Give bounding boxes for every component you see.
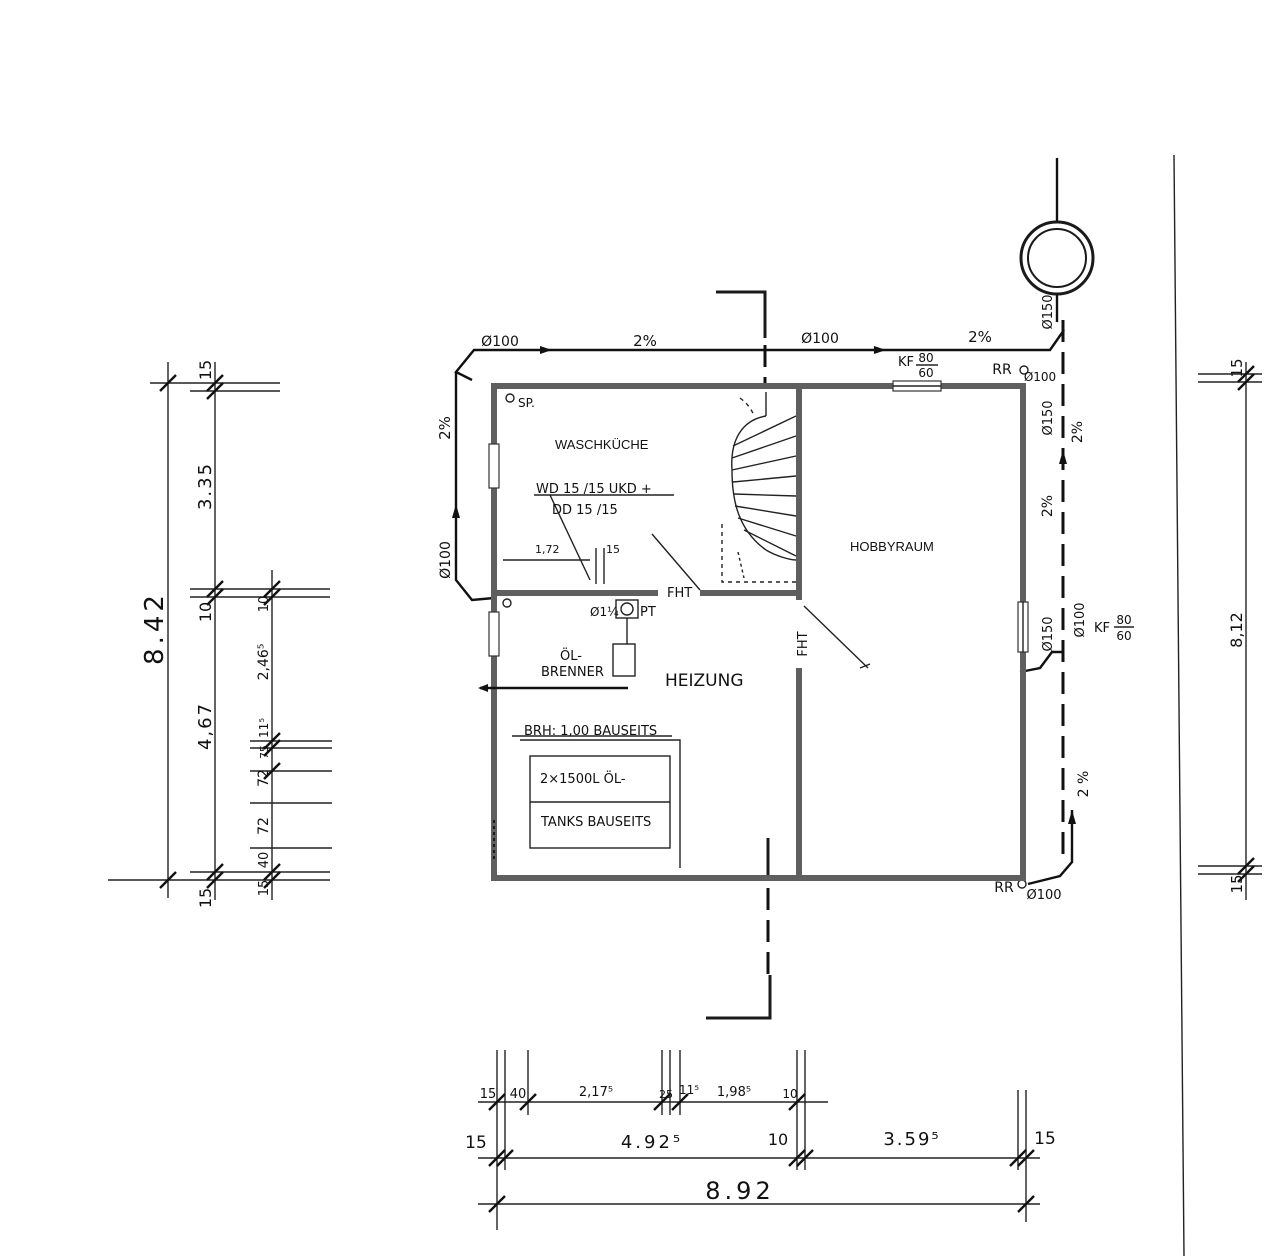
sp-label: SP.	[518, 396, 535, 410]
room-hobbyraum: HOBBYRAUM	[850, 539, 934, 554]
brh-note: BRH: 1,00 BAUSEITS	[524, 724, 657, 739]
staircase	[721, 392, 797, 583]
room-waschkueche: WASCHKÜCHE	[555, 437, 649, 452]
walls	[488, 380, 1029, 881]
left-dimension-chain: 8.42 15 3.35 10 4,67 15 10 2,46⁵ 11⁵ 75 …	[108, 360, 332, 908]
section-markers	[706, 290, 772, 1020]
fht-2-label: FHT	[796, 631, 811, 656]
tanks-line1: 2×1500L ÖL-	[540, 770, 626, 787]
dim-sub-115: 11⁵	[257, 718, 271, 738]
dim-bottom-r2-15b: 15	[1034, 1129, 1056, 1149]
drainage-pipes: Ø100 2% Ø100 2% 2% Ø100 Ø150 Ø100 Ø150 2…	[436, 158, 1134, 903]
kf-right-num: 80	[1116, 613, 1131, 627]
dim-right-total: 8,12	[1227, 612, 1246, 648]
slope-left-label: 2%	[436, 416, 454, 440]
tanks-line2: TANKS BAUSEITS	[540, 815, 651, 830]
waschkueche-annotations: SP. 1,72 15	[503, 393, 674, 584]
rr-top-label: RR	[992, 362, 1012, 378]
fht-1-label: FHT	[667, 586, 692, 601]
dim-bottom-r1-15: 15	[480, 1087, 497, 1102]
kf-top-den: 60	[918, 366, 933, 380]
dim-sub-40: 40	[257, 852, 272, 869]
dim-bottom-r1-40: 40	[510, 1087, 527, 1102]
room-labels: WASCHKÜCHE HOBBYRAUM HEIZUNG WD 15 /15 U…	[524, 437, 934, 830]
dim-sub-75: 75	[258, 745, 271, 759]
dim-bottom-r2-15: 15	[465, 1133, 487, 1153]
pipe-150-mid-label: Ø150	[1041, 400, 1056, 435]
rr-bottom-label: RR	[994, 880, 1014, 896]
bottom-dimension-chain: 15 40 2,17⁵ 25 11⁵ 1,98⁵ 10 15 4.92⁵ 10 …	[465, 1050, 1056, 1230]
dim-left-15-top: 15	[196, 360, 215, 380]
slope-top-2-label: 2%	[968, 328, 992, 346]
dim-left-15-bottom: 15	[196, 888, 215, 908]
dim-15-small-label: 15	[606, 543, 620, 556]
dim-bottom-r1-25: 25	[659, 1088, 673, 1101]
dim-sub-72b: 72	[256, 817, 272, 835]
dim-172-label: 1,72	[535, 543, 560, 556]
dim-left-335: 3.35	[195, 462, 216, 510]
kf-top-num: 80	[918, 351, 933, 365]
dim-bottom-r1-115: 11⁵	[679, 1083, 699, 1097]
pipe-150-low-label: Ø150	[1041, 616, 1056, 651]
heizung-equipment	[478, 598, 681, 868]
dim-bottom-r1-2175: 2,17⁵	[579, 1085, 613, 1100]
dim-sub-10: 10	[257, 596, 272, 613]
dim-right-15-bottom: 15	[1228, 874, 1246, 893]
slope-right-2-label: 2%	[1040, 495, 1056, 517]
kf-right-den: 60	[1116, 629, 1131, 643]
pt-label: PT	[640, 605, 656, 620]
dim-sub-72a: 72	[256, 769, 272, 787]
kf-right-label: KF	[1094, 621, 1110, 636]
phi14-label: Ø1¼	[590, 605, 619, 619]
dim-left-10: 10	[196, 602, 215, 622]
dim-bottom-r1-1985: 1,98⁵	[717, 1085, 751, 1100]
pipe-top-mid-label: Ø100	[801, 331, 839, 347]
dim-bottom-r2-4925: 4.92⁵	[621, 1132, 683, 1153]
dd-note: DD 15 /15	[552, 503, 618, 518]
oel-line1: ÖL-	[560, 647, 582, 664]
right-dimension-chain: 15 8,12 15	[1173, 154, 1262, 1256]
pipe-left-label: Ø100	[438, 541, 454, 579]
dim-left-total: 8.42	[140, 591, 170, 665]
dim-bottom-r1-10: 10	[782, 1087, 797, 1101]
pipe-100-bottom-label: Ø100	[1026, 888, 1061, 903]
dim-bottom-r2-10: 10	[768, 1130, 788, 1149]
slope-right-1-label: 2%	[1070, 421, 1086, 443]
pipe-top-left-label: Ø100	[481, 334, 519, 350]
dim-sub-2465: 2,46⁵	[256, 644, 272, 681]
pipe-100-right-mid-label: Ø100	[1073, 602, 1088, 637]
dim-bottom-total: 8.92	[705, 1177, 774, 1205]
room-heizung: HEIZUNG	[665, 671, 744, 691]
slope-right-3-label: 2 %	[1076, 771, 1092, 798]
kf-top-label: KF	[898, 355, 914, 370]
pipe-150-top-label: Ø150	[1041, 294, 1056, 329]
dim-right-15-top: 15	[1228, 358, 1246, 377]
wd-note: WD 15 /15 UKD +	[536, 482, 652, 497]
dim-bottom-r2-3595: 3.59⁵	[883, 1129, 940, 1150]
slope-top-1-label: 2%	[633, 332, 657, 350]
dim-left-467: 4,67	[195, 702, 216, 750]
oel-line2: BRENNER	[541, 665, 604, 680]
pipe-100-right-top-label: Ø100	[1024, 370, 1056, 384]
dim-sub-15: 15	[257, 880, 272, 897]
